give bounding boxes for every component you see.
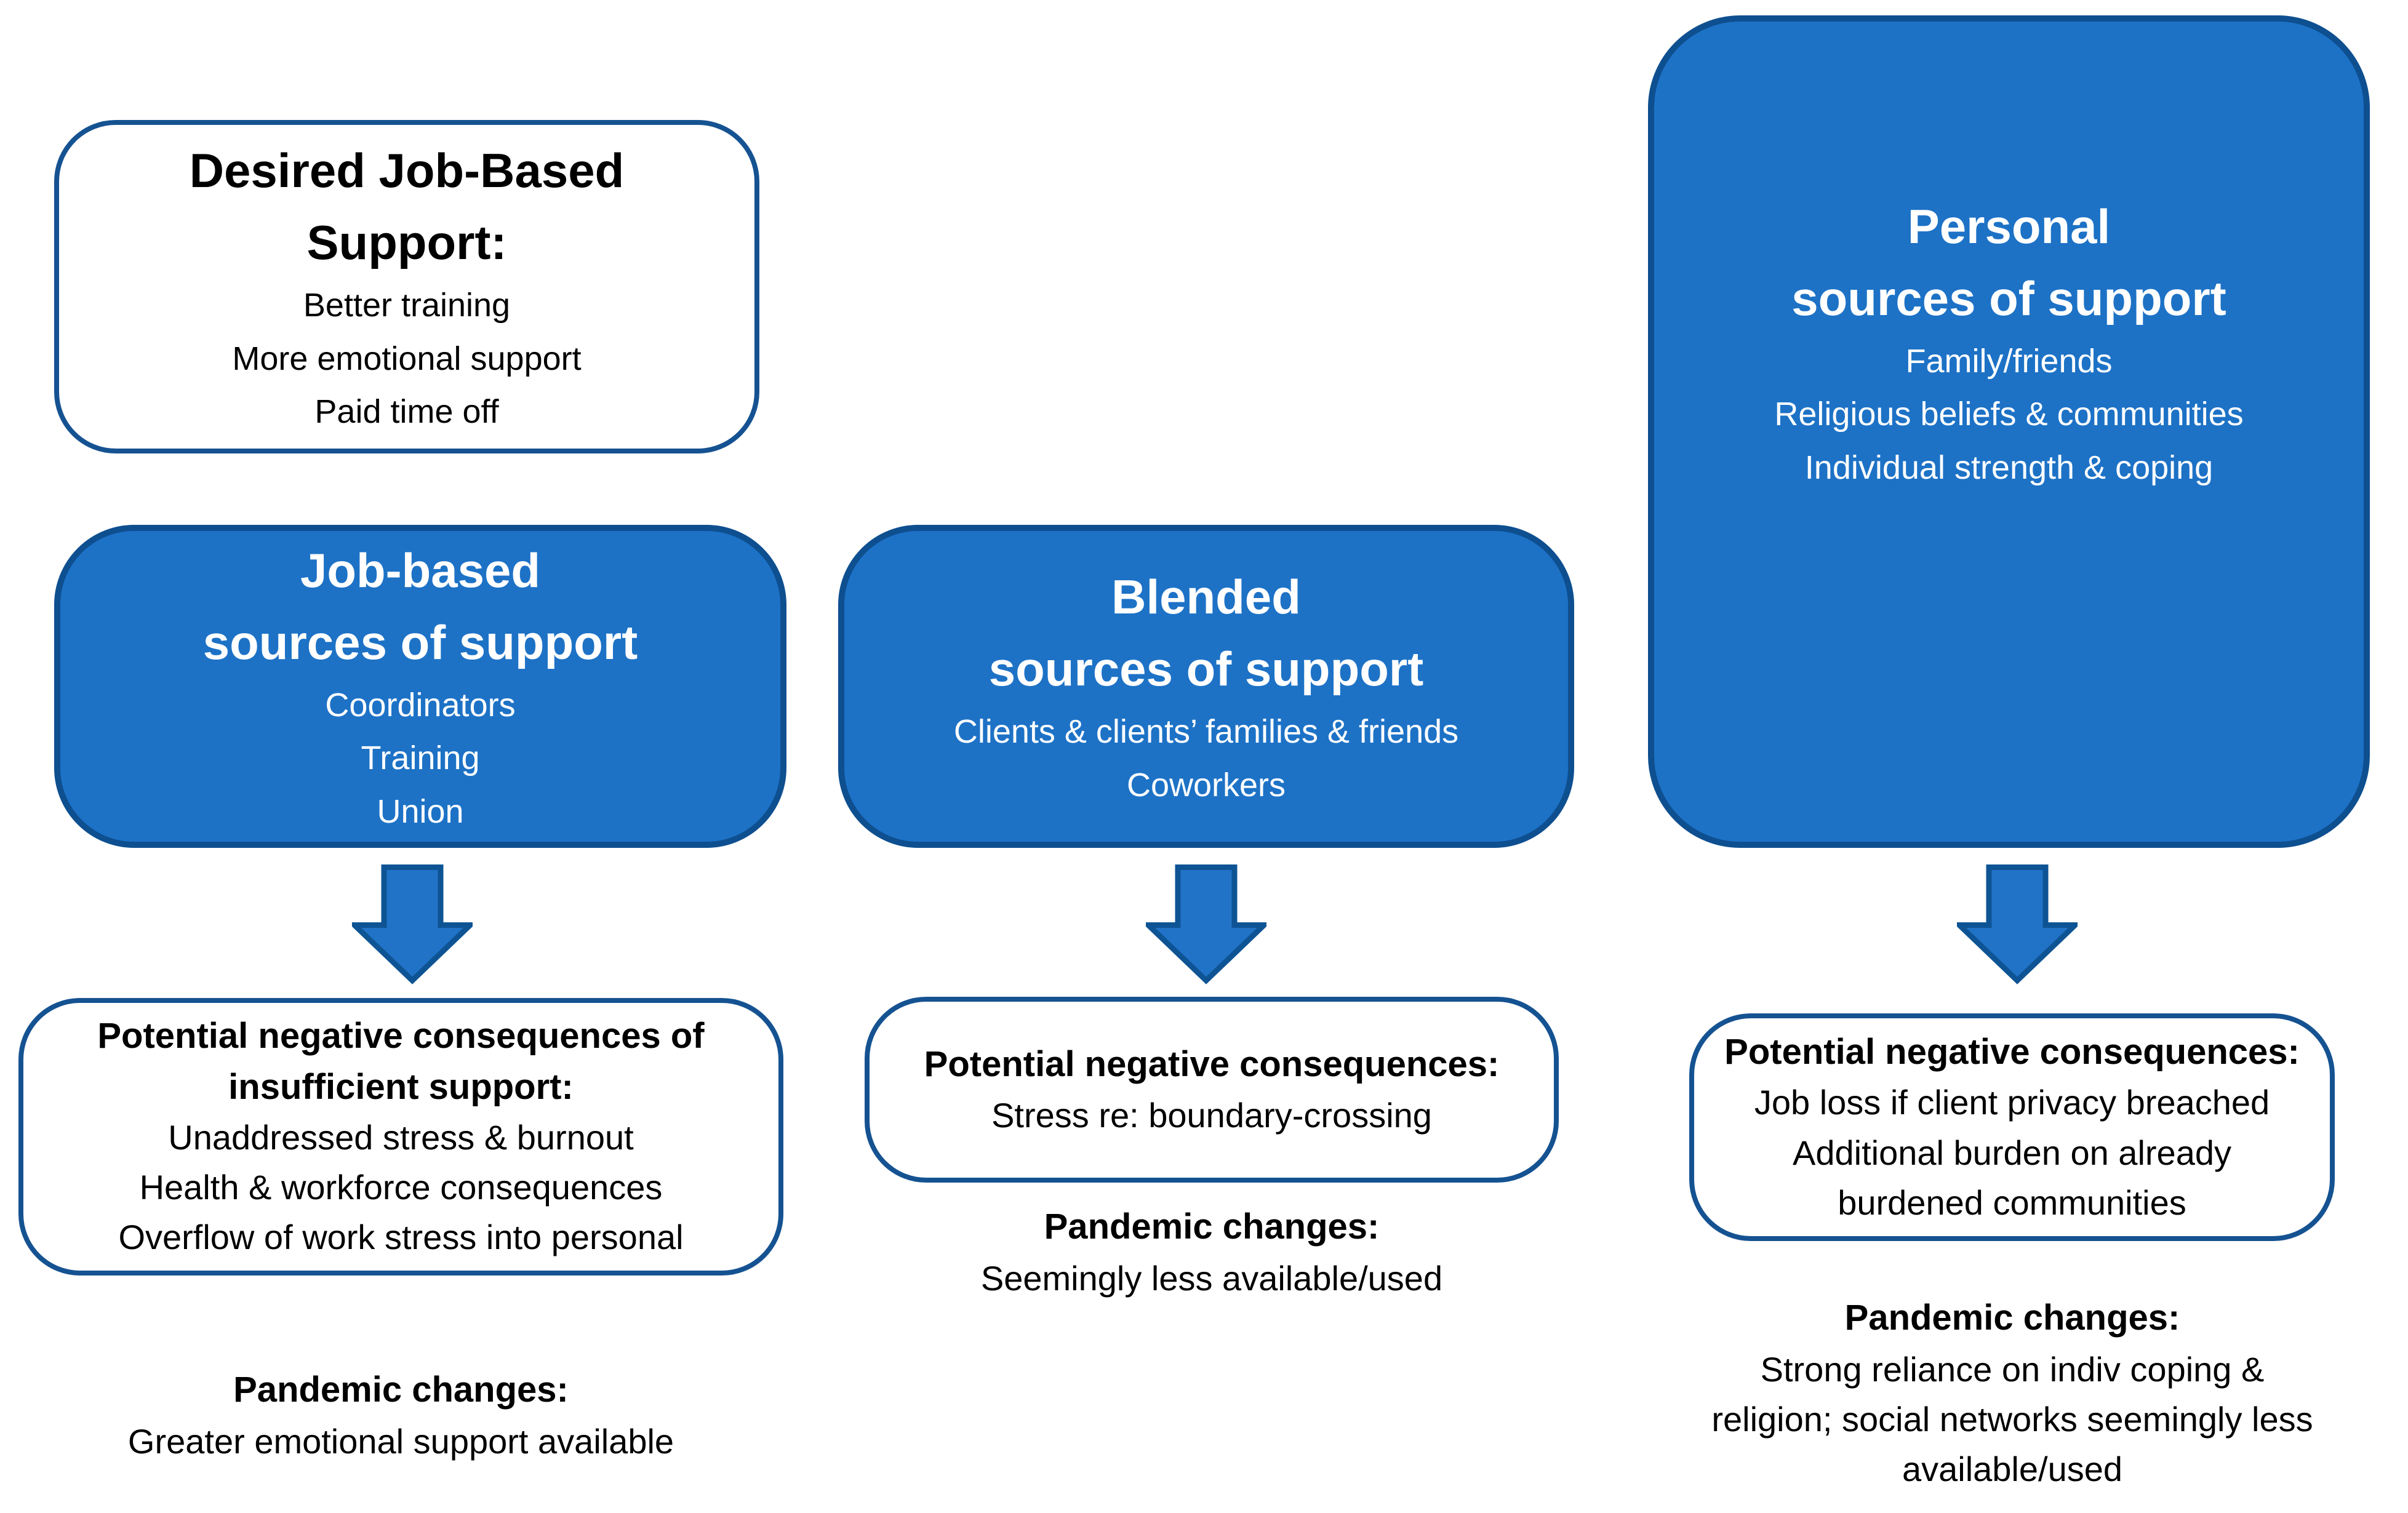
down-arrow-icon [352,863,473,984]
pandemic-label: Pandemic changes: [233,1370,569,1410]
pandemic-line: Strong reliance on indiv coping & [1760,1350,2265,1389]
box-item: Family/friends [1905,343,2113,380]
box-title-line: Support: [306,215,507,270]
down-arrow-icon [1957,863,2078,984]
box-item: Job loss if client privacy breached [1754,1083,2270,1122]
box-item: Paid time off [314,393,499,431]
job-pandemic-note: Pandemic changes: Greater emotional supp… [18,1363,783,1466]
box-title-line: sources of support [202,615,638,669]
box-title-line: Blended [1111,570,1301,625]
job-based-sources-box: Job-based sources of support Coordinator… [54,525,786,848]
personal-pandemic-note: Pandemic changes: Strong reliance on ind… [1612,1291,2408,1495]
box-title-line: Potential negative consequences: [924,1044,1500,1085]
box-item: burdened communities [1838,1183,2186,1222]
desired-job-based-support-box: Desired Job-Based Support: Better traini… [54,120,759,453]
box-title-line: sources of support [1791,271,2226,325]
box-item: Coordinators [325,686,516,724]
box-title-line: Potential negative consequences of [97,1016,705,1056]
box-item: Training [361,740,480,777]
box-title-line: sources of support [988,642,1424,697]
blended-pandemic-note: Pandemic changes: Seemingly less availab… [865,1200,1559,1303]
box-item: Health & workforce consequences [139,1168,663,1207]
box-item: Religious beliefs & communities [1774,396,2244,433]
pandemic-line: Greater emotional support available [127,1422,674,1461]
pandemic-label: Pandemic changes: [1044,1207,1380,1247]
box-title-line: insufficient support: [228,1066,574,1107]
personal-consequences-box: Potential negative consequences: Job los… [1689,1013,2335,1241]
box-item: Stress re: boundary-crossing [991,1095,1432,1135]
box-item: Individual strength & coping [1804,449,2214,486]
box-item: Additional burden on already [1793,1133,2231,1172]
blended-sources-box: Blended sources of support Clients & cli… [838,525,1574,848]
box-title-line: Desired Job-Based [189,143,625,198]
box-title-line: Personal [1907,199,2111,253]
down-arrow-icon [1146,863,1266,984]
box-item: Overflow of work stress into personal [118,1218,684,1257]
job-consequences-box: Potential negative consequences of insuf… [18,998,783,1275]
box-item: More emotional support [232,340,582,377]
pandemic-line: available/used [1902,1450,2123,1489]
box-item: Coworkers [1126,766,1286,804]
blended-consequences-box: Potential negative consequences: Stress … [865,997,1559,1183]
personal-sources-box: Personal sources of support Family/frien… [1648,15,2370,848]
pandemic-line: religion; social networks seemingly less [1711,1400,2313,1439]
box-item: Clients & clients’ families & friends [953,713,1459,751]
box-title-line: Potential negative consequences: [1724,1032,2300,1072]
box-item: Unaddressed stress & burnout [168,1118,634,1157]
box-title-line: Job-based [300,543,541,597]
box-item: Better training [303,287,511,324]
pandemic-label: Pandemic changes: [1844,1298,2180,1338]
pandemic-line: Seemingly less available/used [980,1259,1443,1298]
box-item: Union [377,792,464,830]
